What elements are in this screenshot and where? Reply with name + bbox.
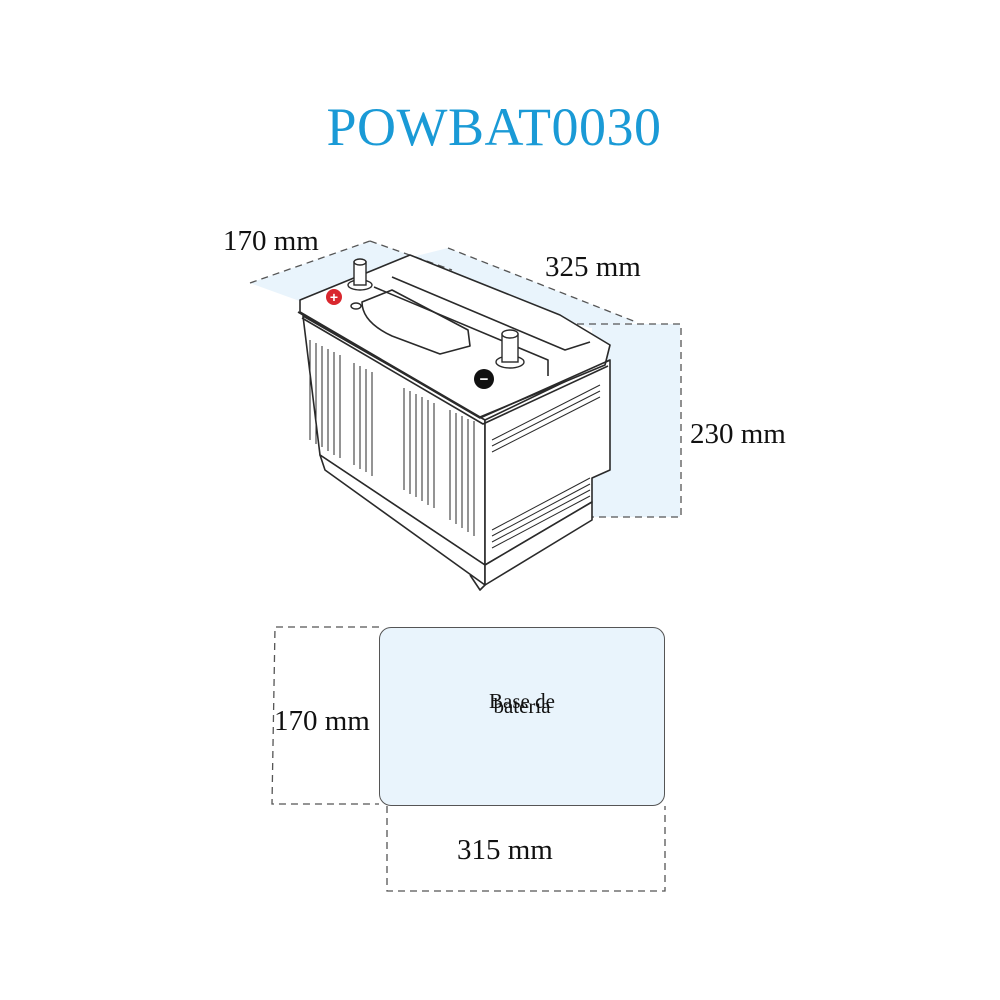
top-width-dim-line (249, 240, 371, 284)
negative-symbol: − (480, 371, 489, 388)
positive-terminal (347, 258, 373, 310)
base-width-dim-line (271, 626, 379, 805)
side-vents (491, 384, 601, 549)
battery-base-outline: Base de batería (379, 627, 665, 806)
base-label-line2: batería (493, 693, 551, 718)
positive-symbol-icon (326, 289, 342, 305)
length-label: 325 mm (545, 251, 641, 283)
top-width-ext-line (369, 240, 453, 271)
front-vents (309, 340, 475, 536)
length-shade (392, 248, 636, 328)
negative-symbol-icon (474, 369, 494, 389)
base-length-dim-line (386, 806, 666, 892)
base-length-label: 315 mm (457, 834, 553, 866)
height-dim-line (505, 323, 682, 518)
base-width-label: 170 mm (274, 705, 370, 737)
length-dim-line (447, 247, 637, 323)
negative-terminal (495, 329, 525, 369)
battery-body (297, 254, 611, 591)
base-label-line1: Base de (489, 688, 555, 713)
positive-symbol: + (330, 289, 338, 305)
top-width-label: 170 mm (223, 225, 319, 257)
product-code-title: POWBAT0030 (326, 97, 662, 157)
height-label: 230 mm (690, 418, 786, 450)
